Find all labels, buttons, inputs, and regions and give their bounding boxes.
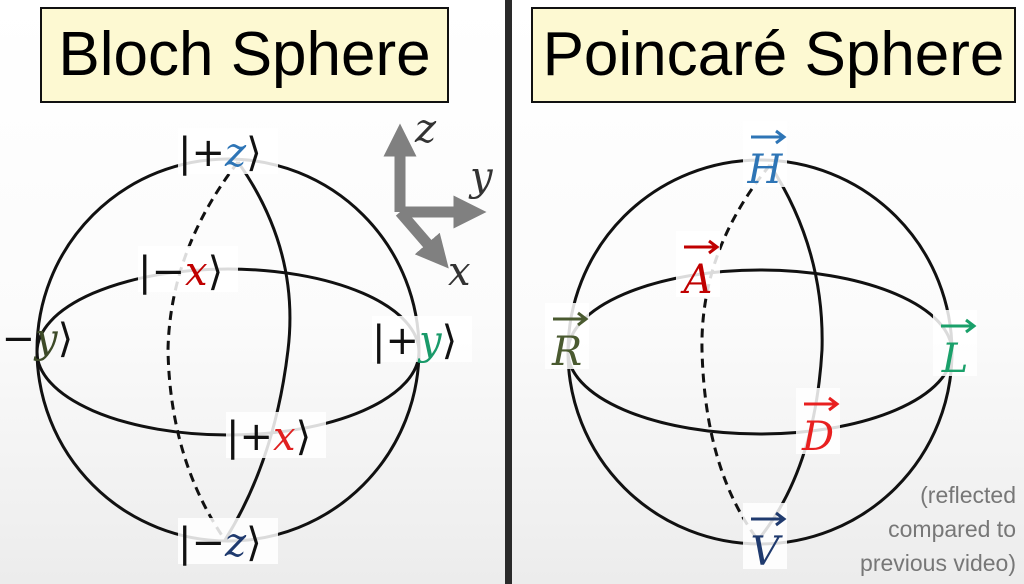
ket-plus-x: |+x⟩ xyxy=(226,412,326,460)
panel-divider xyxy=(505,0,512,584)
ket-minus-y: |−y⟩ xyxy=(0,316,73,362)
poincare-equator xyxy=(566,268,954,436)
vector-L-label: L xyxy=(933,310,977,382)
bloch-meridian-back xyxy=(166,161,240,541)
vector-arrow-icon xyxy=(751,129,787,145)
vector-arrow-icon xyxy=(804,396,840,412)
note-line: previous video) xyxy=(860,550,1016,576)
bloch-meridian-front xyxy=(223,161,292,541)
svg-text:|−z⟩: |−z⟩ xyxy=(178,520,262,566)
axis-label-z: z xyxy=(414,106,437,152)
ket-minus-x: |−x⟩ xyxy=(138,246,238,295)
vector-A-label: A xyxy=(676,231,720,303)
vector-V-label: V xyxy=(743,503,787,575)
reflection-note: (reflected compared to previous video) xyxy=(860,478,1016,580)
bloch-sphere-outline xyxy=(35,157,421,543)
vector-D-label: D xyxy=(796,388,840,460)
vector-letter: H xyxy=(747,147,784,193)
bloch-title: Bloch Sphere xyxy=(40,7,449,103)
note-line: (reflected xyxy=(920,482,1016,508)
vector-letter: V xyxy=(751,529,784,575)
vector-arrow-icon xyxy=(684,239,720,255)
svg-text:|−x⟩: |−x⟩ xyxy=(138,249,223,295)
ket-plus-y: |+y⟩ xyxy=(372,316,472,364)
svg-text:|+z⟩: |+z⟩ xyxy=(178,130,262,176)
axis-label-y: y xyxy=(468,154,494,200)
vector-arrow-icon xyxy=(751,511,787,527)
vector-arrow-icon xyxy=(553,311,589,327)
svg-text:|+x⟩: |+x⟩ xyxy=(226,414,311,460)
vector-R-label: R xyxy=(545,303,589,375)
bloch-equator xyxy=(35,267,421,437)
svg-text:|+y⟩: |+y⟩ xyxy=(372,318,457,364)
axis-label-x: x xyxy=(448,249,471,295)
vector-arrow-icon xyxy=(941,318,977,334)
vector-letter: R xyxy=(551,329,582,375)
poincare-title: Poincaré Sphere xyxy=(531,7,1016,103)
poincare-meridian-front xyxy=(756,164,824,541)
ket-plus-z: |+z⟩ xyxy=(178,128,278,176)
vector-letter: L xyxy=(941,336,969,382)
vector-H-label: H xyxy=(743,121,787,193)
vector-letter: A xyxy=(680,257,713,303)
ket-minus-z: |−z⟩ xyxy=(178,518,278,566)
svg-text:|−y⟩: |−y⟩ xyxy=(0,316,73,362)
note-line: compared to xyxy=(888,516,1016,542)
axes-icon xyxy=(383,123,487,269)
poincare-meridian-back xyxy=(700,164,772,541)
vector-letter: D xyxy=(801,414,834,460)
